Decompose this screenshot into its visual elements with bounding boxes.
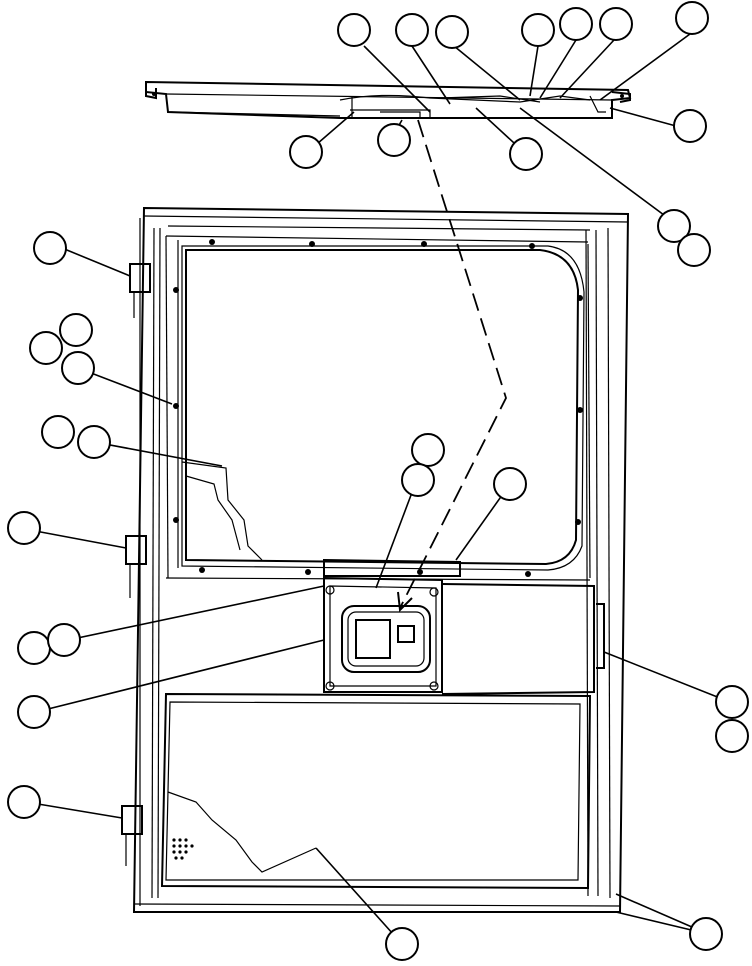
callout-circle [401, 463, 435, 497]
assembly-arrow [397, 591, 413, 613]
callout-circle [509, 137, 543, 171]
callout-circle [715, 719, 749, 753]
callout-circle [411, 433, 445, 467]
callout-circle [77, 425, 111, 459]
callout-circle [29, 331, 63, 365]
callout-circle [435, 15, 469, 49]
callout-circle [41, 415, 75, 449]
callout-circle [337, 13, 371, 47]
callout-circle [59, 313, 93, 347]
perforation-holes [172, 838, 194, 860]
callout-circle [715, 685, 749, 719]
hinges [121, 263, 151, 866]
callout-circle [17, 631, 51, 665]
callout-circle [675, 1, 709, 35]
callout-circle [61, 351, 95, 385]
lock-assembly [323, 576, 605, 695]
callout-circle [677, 233, 711, 267]
callout-circle [395, 13, 429, 47]
callout-circle [17, 695, 51, 729]
callout-circle [289, 135, 323, 169]
callout-circle [673, 109, 707, 143]
callout-circle [47, 623, 81, 657]
callout-circle [689, 917, 723, 951]
callout-circle [7, 511, 41, 545]
window-pane [173, 239, 585, 577]
callout-circle [493, 467, 527, 501]
striker-bar [323, 558, 461, 577]
callout-circle [7, 785, 41, 819]
callout-circle [33, 231, 67, 265]
callout-circle [559, 7, 593, 41]
callout-circle [599, 7, 633, 41]
callout-circle [521, 13, 555, 47]
callout-circle [377, 123, 411, 157]
callout-circles [7, 1, 749, 961]
lower-panel [160, 692, 592, 890]
callout-circle [657, 209, 691, 243]
top-exploded-part [145, 80, 632, 119]
assembly-path-line [399, 119, 507, 609]
callout-circle [385, 927, 419, 961]
